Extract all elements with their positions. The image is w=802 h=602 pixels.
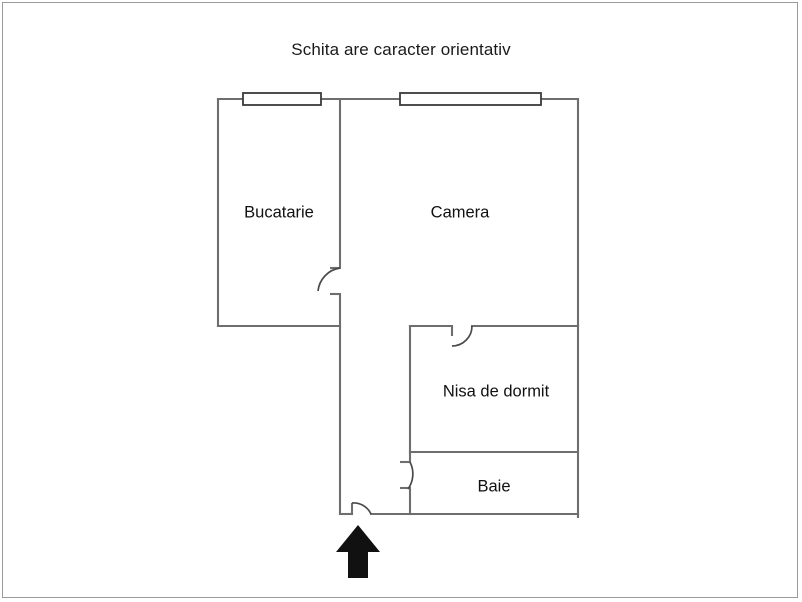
room-label-baie: Baie (477, 477, 511, 496)
room-label-bucatarie: Bucatarie (244, 203, 314, 222)
door-jambs-group (330, 266, 454, 514)
door-entrance-arc (351, 502, 372, 515)
window-bucatarie (242, 92, 322, 106)
room-label-nisa-de-dormit: Nisa de dormit (442, 382, 550, 401)
door-nisa-arc (451, 325, 473, 347)
door-bucatarie-arc (317, 267, 341, 292)
room-label-camera: Camera (430, 203, 490, 222)
door-baie-arc (407, 461, 414, 490)
entrance-arrow-group (336, 525, 380, 578)
walls-group (216, 97, 580, 519)
window-camera (399, 92, 542, 106)
door-arcs-group (317, 267, 473, 515)
page-title: Schita are caracter orientativ (291, 40, 511, 59)
entrance-arrow-icon (336, 525, 380, 578)
windows-group (242, 92, 542, 106)
